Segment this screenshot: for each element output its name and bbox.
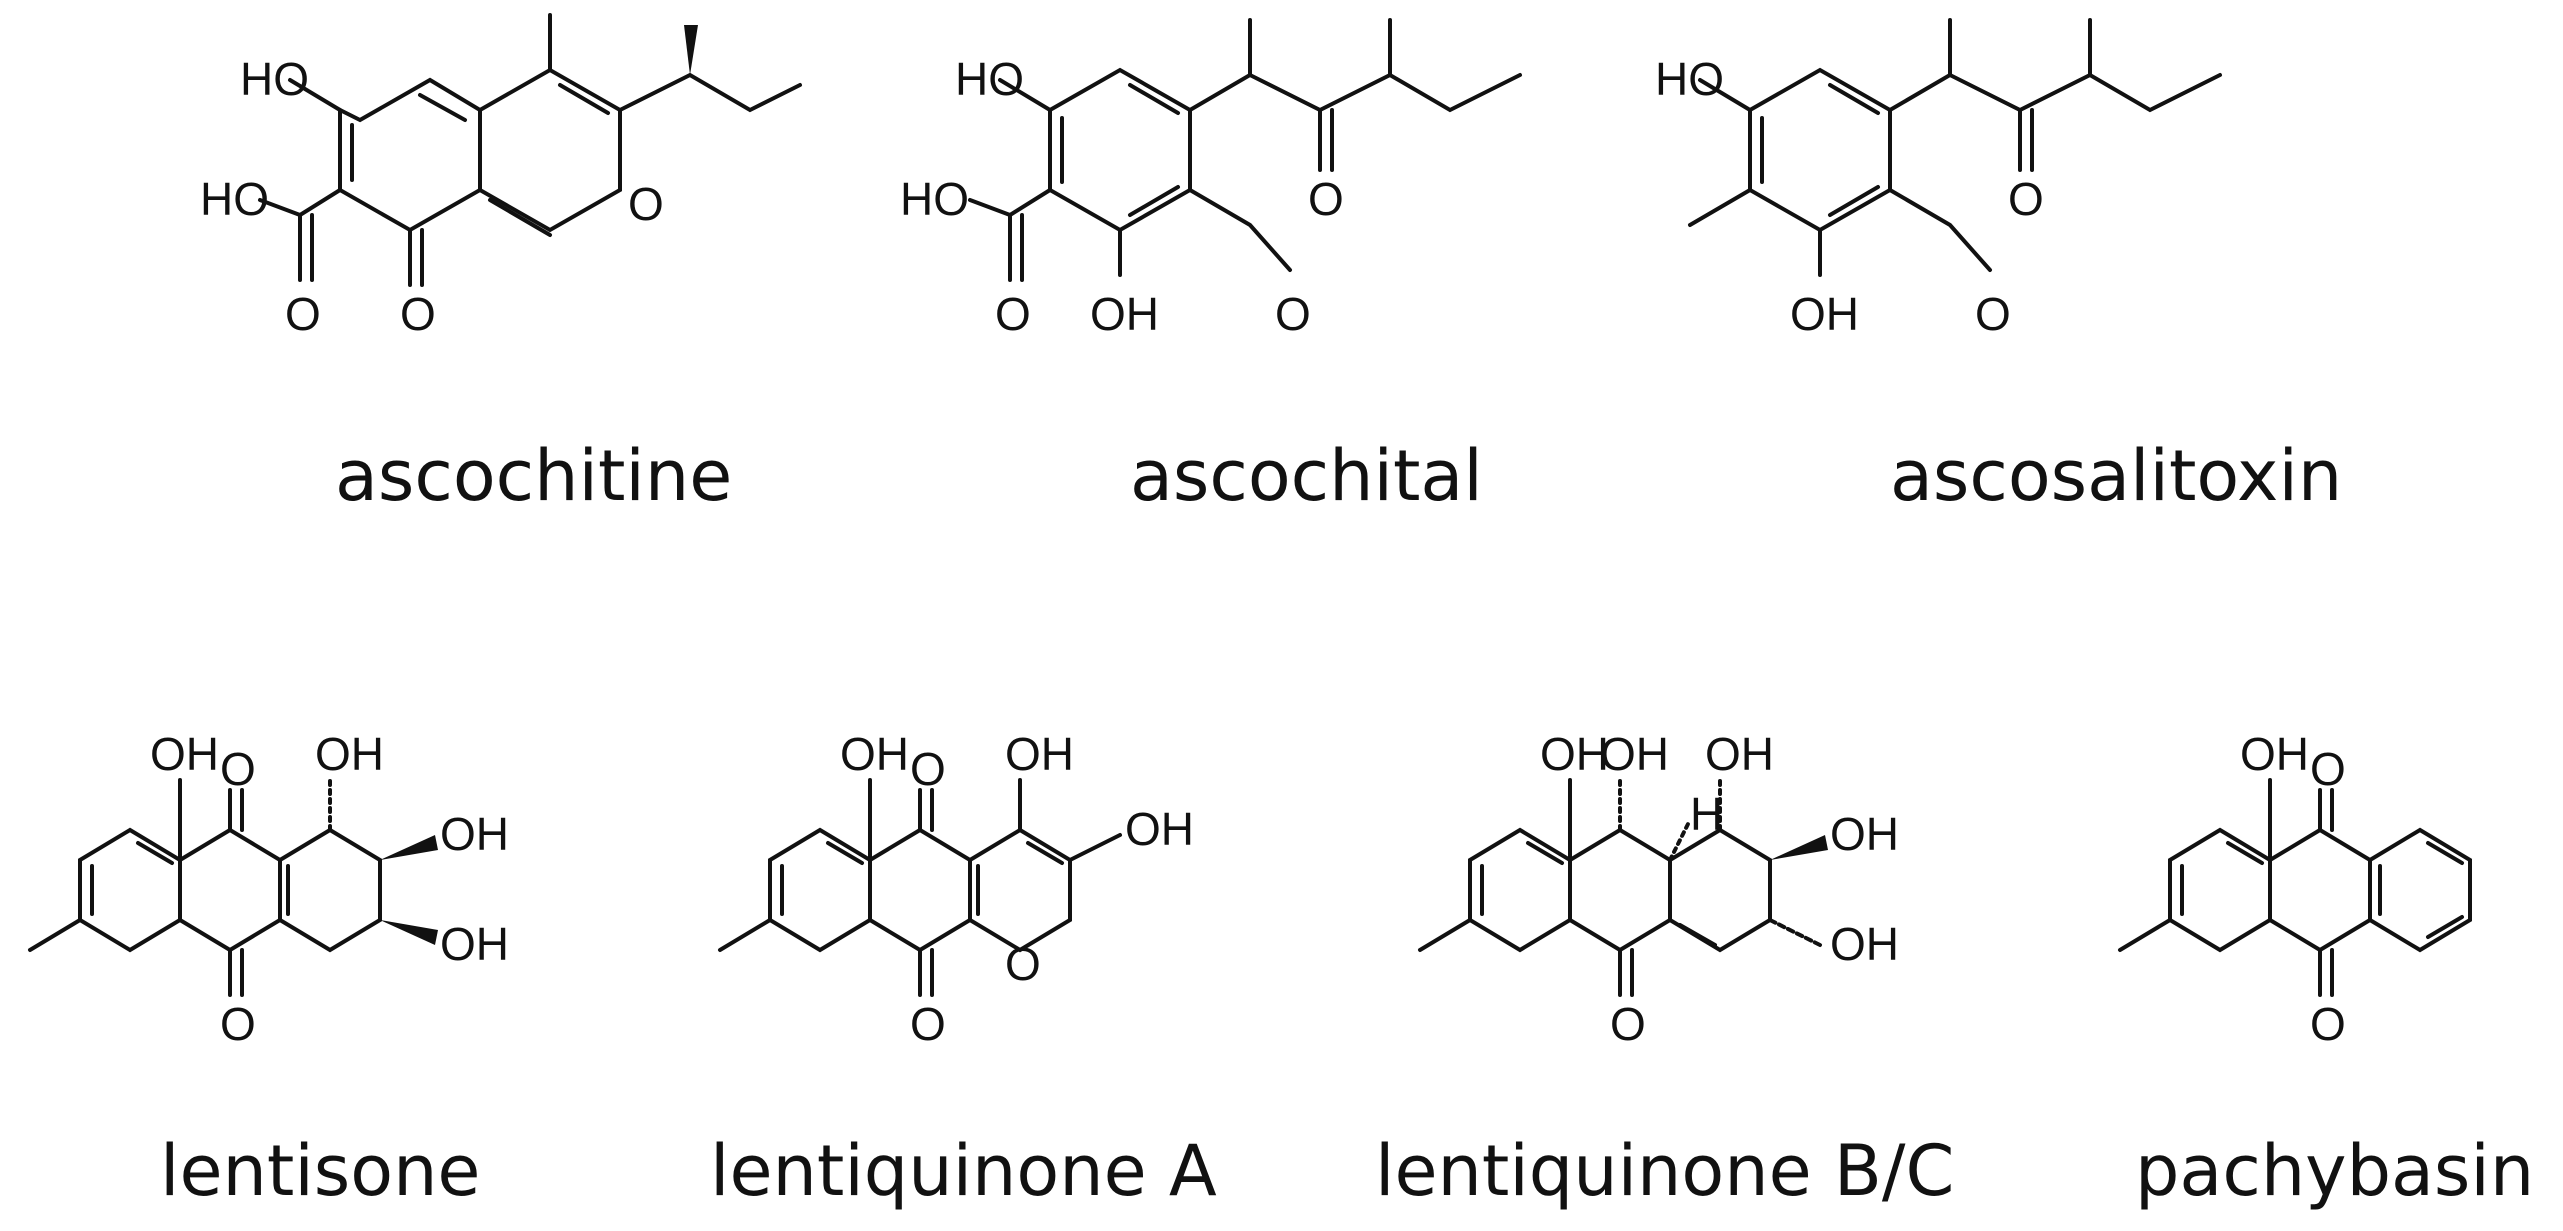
atom-label: O	[2310, 998, 2346, 1050]
compound-name-lentisone: lentisone	[160, 1130, 481, 1212]
atom-label: O	[1975, 288, 2011, 340]
atom-label: OH	[1830, 808, 1899, 860]
compound-name-lentiquinone-a: lentiquinone A	[710, 1130, 1217, 1212]
atom-label: OH	[1540, 728, 1609, 780]
atom-label: O	[910, 998, 946, 1050]
structure-ascochital: HO HO O OH O O ascochital	[900, 18, 1522, 517]
atom-label: OH	[1600, 728, 1669, 780]
structure-ascosalitoxin: HO OH O O ascosalitoxin	[1655, 18, 2342, 517]
compound-name-pachybasin: pachybasin	[2135, 1130, 2534, 1212]
atom-label: OH	[1125, 803, 1194, 855]
compound-name-lentiquinone-bc: lentiquinone B/C	[1375, 1130, 1954, 1212]
atom-label: O	[995, 288, 1031, 340]
atom-label: HO	[900, 173, 969, 225]
compound-name-ascochitine: ascochitine	[335, 435, 732, 517]
atom-label: O	[285, 288, 321, 340]
atom-label: H	[1690, 788, 1723, 840]
atom-label: HO	[200, 173, 269, 225]
atom-label: O	[2310, 743, 2346, 795]
atom-label: O	[1275, 288, 1311, 340]
compound-name-ascochital: ascochital	[1130, 435, 1483, 517]
atom-label: HO	[1655, 53, 1724, 105]
atom-label: OH	[1090, 288, 1159, 340]
atom-label: HO	[955, 53, 1024, 105]
atom-label: OH	[2240, 728, 2309, 780]
structure-ascochitine: HO HO O O O ascochitine	[200, 13, 802, 517]
atom-label: OH	[840, 728, 909, 780]
atom-label: OH	[1830, 918, 1899, 970]
atom-label: OH	[440, 808, 509, 860]
atom-label: O	[400, 288, 436, 340]
atom-label: OH	[1790, 288, 1859, 340]
atom-label: O	[628, 178, 664, 230]
structure-pachybasin: OH O O pachybasin	[2118, 728, 2534, 1212]
atom-label: OH	[1005, 728, 1074, 780]
atom-label: O	[220, 743, 256, 795]
atom-label: O	[1308, 173, 1344, 225]
atom-label: O	[1610, 998, 1646, 1050]
atom-label: O	[910, 743, 946, 795]
structure-lentisone: OH O O OH OH OH lentisone	[28, 728, 509, 1212]
atom-label: O	[1005, 938, 1041, 990]
atom-label: HO	[240, 53, 309, 105]
atom-label: OH	[150, 728, 219, 780]
structure-lentiquinone-a: OH O O OH OH O lentiquinone A	[710, 728, 1217, 1212]
atom-label: OH	[440, 918, 509, 970]
structure-lentiquinone-bc: OH OH H OH OH OH O lentiquinone B/C	[1375, 728, 1954, 1212]
atom-label: O	[2008, 173, 2044, 225]
atom-label: OH	[315, 728, 384, 780]
atom-label: OH	[1705, 728, 1774, 780]
atom-label: O	[220, 998, 256, 1050]
compound-name-ascosalitoxin: ascosalitoxin	[1890, 435, 2342, 517]
